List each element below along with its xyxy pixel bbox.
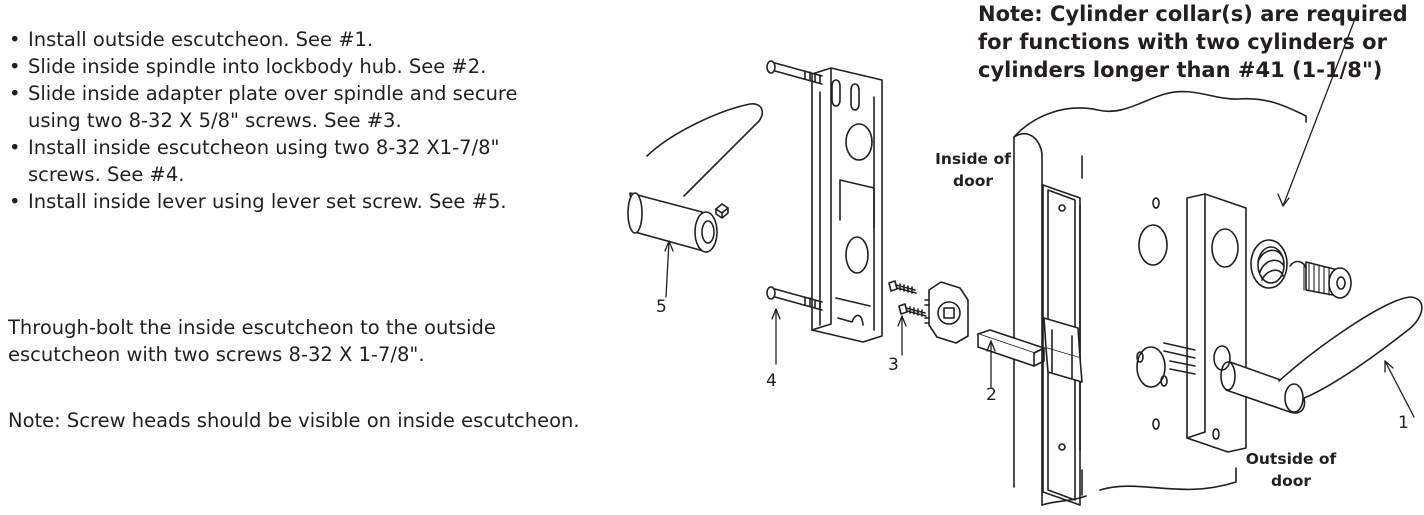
door-bore-hole <box>1136 346 1166 388</box>
inside-label-line: door <box>952 172 994 190</box>
lockbody-faceplate <box>1042 184 1083 506</box>
bullet: • <box>9 55 21 78</box>
cylinder-collar-note: Note: Cylinder collar(s) are required fo… <box>978 0 1408 84</box>
step-text-continued: using two 8-32 X 5/8" screws. See #3. <box>28 109 402 132</box>
arrow-5 <box>665 240 670 298</box>
inside-label-line: Inside of <box>935 150 1011 168</box>
instruction-steps: • Install outside escutcheon. See #1. • Sl… <box>8 26 608 215</box>
outside-escutcheon <box>1163 193 1247 453</box>
step-text: Install inside lever using lever set scr… <box>28 190 507 213</box>
step-item: • Install inside lever using lever set sc… <box>8 188 608 215</box>
inside-of-door-label: Inside of door <box>928 148 1018 192</box>
collar-note-line: cylinders longer than #41 (1-1/8") <box>978 58 1383 82</box>
callout-number-1: 1 <box>1398 413 1409 433</box>
collar-note-line: Note: Cylinder collar(s) are required <box>978 2 1408 26</box>
collar-note-arrow <box>1282 10 1359 207</box>
door-bore-hole <box>1138 224 1168 266</box>
bullet: • <box>9 82 21 105</box>
outside-label-line: door <box>1270 472 1312 490</box>
step-item: • Slide inside spindle into lockbody hub.… <box>8 53 608 80</box>
outside-label-line: Outside of <box>1245 450 1337 468</box>
door-slab <box>1013 90 1307 506</box>
inside-escutcheon <box>811 67 883 343</box>
step-text: Install outside escutcheon. See #1. <box>28 28 374 51</box>
through-bolt-line: escutcheon with two screws 8-32 X 1-7/8"… <box>8 343 425 366</box>
inside-lever <box>627 103 763 253</box>
step-text: Install inside escutcheon using two 8-32… <box>28 136 500 159</box>
callout-number-3: 3 <box>888 355 899 375</box>
step-item: • Install outside escutcheon. See #1. <box>8 26 608 53</box>
cylinder-collar <box>1250 239 1288 289</box>
arrow-1 <box>1384 360 1415 418</box>
through-bolt-instruction: Through-bolt the inside escutcheon to th… <box>8 314 628 368</box>
adapter-screws <box>888 280 927 317</box>
mortise-cylinder <box>1289 260 1352 299</box>
step-text: Slide inside adapter plate over spindle … <box>28 82 518 105</box>
bullet: • <box>9 136 21 159</box>
bullet: • <box>9 28 21 51</box>
through-bolts <box>766 60 823 311</box>
screw-head-note: Note: Screw heads should be visible on i… <box>8 409 580 432</box>
inside-adapter-plate <box>924 281 969 344</box>
callout-number-5: 5 <box>656 297 667 317</box>
callout-number-4: 4 <box>766 371 777 391</box>
step-text: Slide inside spindle into lockbody hub. … <box>28 55 487 78</box>
outside-of-door-label: Outside of door <box>1236 448 1346 492</box>
step-text-continued: screws. See #4. <box>28 163 185 186</box>
step-item: • Slide inside adapter plate over spindle… <box>8 80 608 134</box>
collar-note-line: for functions with two cylinders or <box>978 30 1387 54</box>
outside-lever <box>1220 296 1423 414</box>
bullet: • <box>9 190 21 213</box>
step-item: • Install inside escutcheon using two 8-3… <box>8 134 608 188</box>
callout-number-2: 2 <box>986 385 997 405</box>
through-bolt-line: Through-bolt the inside escutcheon to th… <box>8 316 496 339</box>
callout-arrows <box>664 10 1415 418</box>
